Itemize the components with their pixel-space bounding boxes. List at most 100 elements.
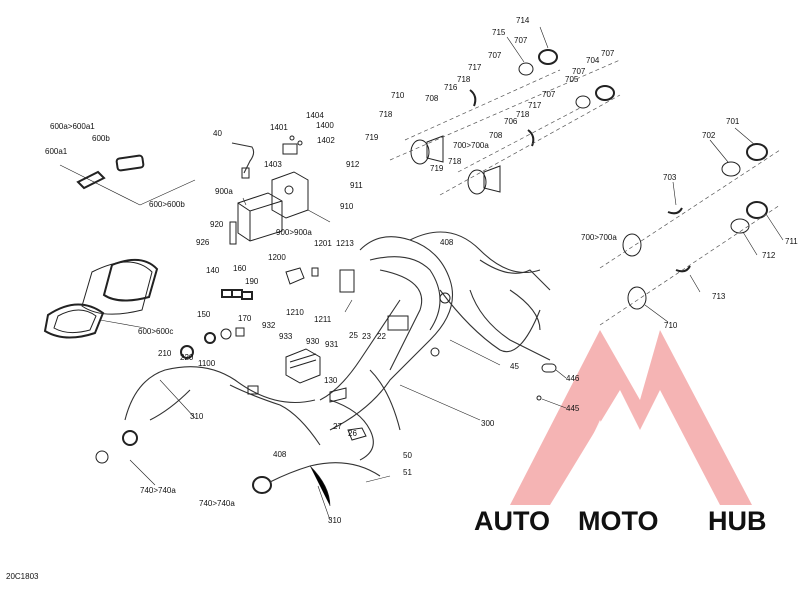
ring-705 xyxy=(575,95,591,109)
leader-lines xyxy=(159,26,784,521)
label-710: 710 xyxy=(391,91,405,100)
label-740a: 740>740a xyxy=(140,486,176,495)
sockets xyxy=(180,328,232,359)
switch-bank xyxy=(221,289,253,337)
label-600a1: 600a>600a1 xyxy=(50,122,95,131)
label-408: 408 xyxy=(440,238,454,247)
label-170: 170 xyxy=(238,314,252,323)
connector-130 xyxy=(329,387,347,403)
label-1401: 1401 xyxy=(270,123,288,132)
label-930: 930 xyxy=(306,337,320,346)
headlight-assembly-right xyxy=(599,143,781,326)
label-704: 704 xyxy=(586,56,600,65)
lamp-740-left xyxy=(95,430,156,486)
label-707: 707 xyxy=(572,67,586,76)
label-717: 717 xyxy=(528,101,542,110)
label-600a1b: 600a1 xyxy=(45,147,68,156)
axis-line xyxy=(404,69,561,141)
connector-block xyxy=(339,269,355,293)
label-26: 26 xyxy=(348,429,357,438)
label-1402: 1402 xyxy=(317,136,335,145)
bracket-716 xyxy=(469,89,477,107)
lamp-700b xyxy=(622,233,642,257)
label-707: 707 xyxy=(601,49,615,58)
label-910: 910 xyxy=(340,202,354,211)
watermark-moto: MOTO xyxy=(578,506,659,536)
label-1201: 1201 xyxy=(314,239,332,248)
relay-1400 xyxy=(282,135,303,155)
label-707: 707 xyxy=(488,51,502,60)
label-150: 150 xyxy=(197,310,211,319)
label-932: 932 xyxy=(262,321,276,330)
cluster-600c xyxy=(43,258,159,339)
label-707: 707 xyxy=(514,36,528,45)
ring-702 xyxy=(721,161,741,177)
ring-714 xyxy=(538,49,558,65)
label-408: 408 xyxy=(273,450,287,459)
label-713: 713 xyxy=(712,292,726,301)
label-140: 140 xyxy=(206,266,220,275)
module-900-box xyxy=(237,192,283,242)
label-712: 712 xyxy=(762,251,776,260)
cluster-bezel-inner xyxy=(53,309,97,334)
watermark-auto: AUTO xyxy=(474,506,550,536)
label-931: 931 xyxy=(325,340,339,349)
bracket-1200 xyxy=(285,267,355,293)
regulator-body xyxy=(285,348,321,384)
label-926: 926 xyxy=(196,238,210,247)
label-210: 210 xyxy=(158,349,172,358)
label-708: 708 xyxy=(489,131,503,140)
switch-140 xyxy=(221,289,233,298)
lamp-700a xyxy=(467,169,487,195)
label-714: 714 xyxy=(516,16,530,25)
label-310: 310 xyxy=(328,516,342,525)
bracket-713 xyxy=(675,265,691,273)
callout-labels: 714 715 707 707 707 707 707 704 705 717 … xyxy=(6,16,798,581)
cluster-bezel xyxy=(43,303,105,339)
label-702: 702 xyxy=(702,131,716,140)
label-310: 310 xyxy=(190,412,204,421)
lamp-710 xyxy=(410,139,430,165)
label-717: 717 xyxy=(468,63,482,72)
label-900-900a: 900>900a xyxy=(276,228,312,237)
axis-line xyxy=(599,149,781,269)
label-446: 446 xyxy=(566,374,580,383)
label-708: 708 xyxy=(425,94,439,103)
label-710: 710 xyxy=(664,321,678,330)
label-716: 716 xyxy=(444,83,458,92)
watermark-logo xyxy=(510,330,752,505)
label-220: 220 xyxy=(180,353,194,362)
regulator-930 xyxy=(285,348,321,384)
fuse-box xyxy=(387,315,409,331)
bracket-706 xyxy=(527,129,535,147)
gauge-frame xyxy=(76,170,106,190)
label-50: 50 xyxy=(403,451,412,460)
relay-box xyxy=(282,143,298,155)
ring-704 xyxy=(595,85,615,101)
label-600-600b: 600>600b xyxy=(149,200,185,209)
switch-160 xyxy=(231,289,243,298)
label-715: 715 xyxy=(492,28,506,37)
lamp-710-body xyxy=(426,135,444,163)
socket-220 xyxy=(204,332,216,344)
socket-210 xyxy=(180,345,194,359)
lamp-740-lower xyxy=(252,462,381,507)
label-933: 933 xyxy=(279,332,293,341)
switch-170 xyxy=(235,327,245,337)
label-705: 705 xyxy=(565,75,579,84)
label-160: 160 xyxy=(233,264,247,273)
lamp-710b xyxy=(627,286,647,310)
label-1213: 1213 xyxy=(336,239,354,248)
drawing-code: 20C1803 xyxy=(6,572,39,581)
label-719: 719 xyxy=(430,164,444,173)
label-130: 130 xyxy=(324,376,338,385)
label-300: 300 xyxy=(481,419,495,428)
harness-310-left xyxy=(124,366,321,446)
clip-445 xyxy=(536,395,542,401)
label-40: 40 xyxy=(213,129,222,138)
cluster-lens xyxy=(102,258,159,302)
module-920-fuse xyxy=(229,221,237,245)
label-700b: 700>700a xyxy=(581,233,617,242)
lamp-740-lens xyxy=(122,430,138,446)
